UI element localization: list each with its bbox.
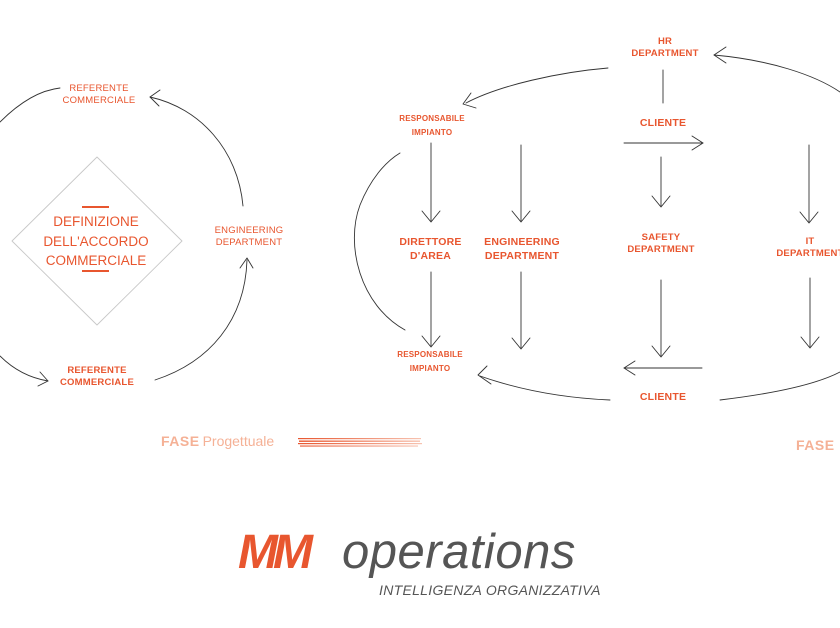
arrowhead [462, 92, 477, 109]
arrowhead [799, 211, 819, 224]
loop-bottom-left [479, 375, 611, 401]
loop-top-left [465, 67, 609, 104]
arrowhead [511, 337, 531, 350]
cycle-arc-bottom-right [154, 259, 248, 381]
logo-tagline: INTELLIGENZA ORGANIZZATIVA [379, 582, 601, 598]
mm-operations-logo: MM operations INTELLIGENZA ORGANIZZATIVA [238, 527, 618, 605]
phase-right: FASE [796, 437, 835, 453]
loop-bottom-right [719, 371, 840, 401]
arrowhead [149, 89, 161, 107]
cliente-top-label: CLIENTE [639, 117, 687, 129]
arrowhead [511, 210, 531, 223]
arrowhead [37, 371, 49, 387]
center-diamond [11, 156, 183, 326]
cycle-arc-top-right [149, 96, 244, 207]
arrowhead [651, 345, 671, 358]
arrowhead [623, 360, 636, 376]
arrowhead [239, 257, 254, 269]
phase-brush [298, 438, 422, 447]
arrowhead [713, 46, 727, 64]
arrowhead [421, 210, 441, 223]
cycle-arc-bottom-left [0, 355, 49, 382]
arrowhead [691, 135, 704, 151]
logo-mark: MM [238, 526, 313, 579]
arrowhead [651, 195, 671, 208]
loop-top-right [713, 54, 840, 93]
cliente-bottom-label: CLIENTE [639, 391, 687, 403]
center-box-title: DEFINIZIONE DELL'ACCORDO COMMERCIALE [43, 214, 149, 269]
logo-name: operations [342, 525, 576, 579]
arrowhead [477, 365, 492, 385]
accent-bar-top [82, 206, 109, 208]
cycle-arc-top-left [0, 87, 61, 123]
accent-bar-bottom [82, 270, 109, 272]
left-return-arc [353, 152, 406, 331]
arrowhead [800, 336, 820, 349]
arrowhead [421, 335, 441, 348]
